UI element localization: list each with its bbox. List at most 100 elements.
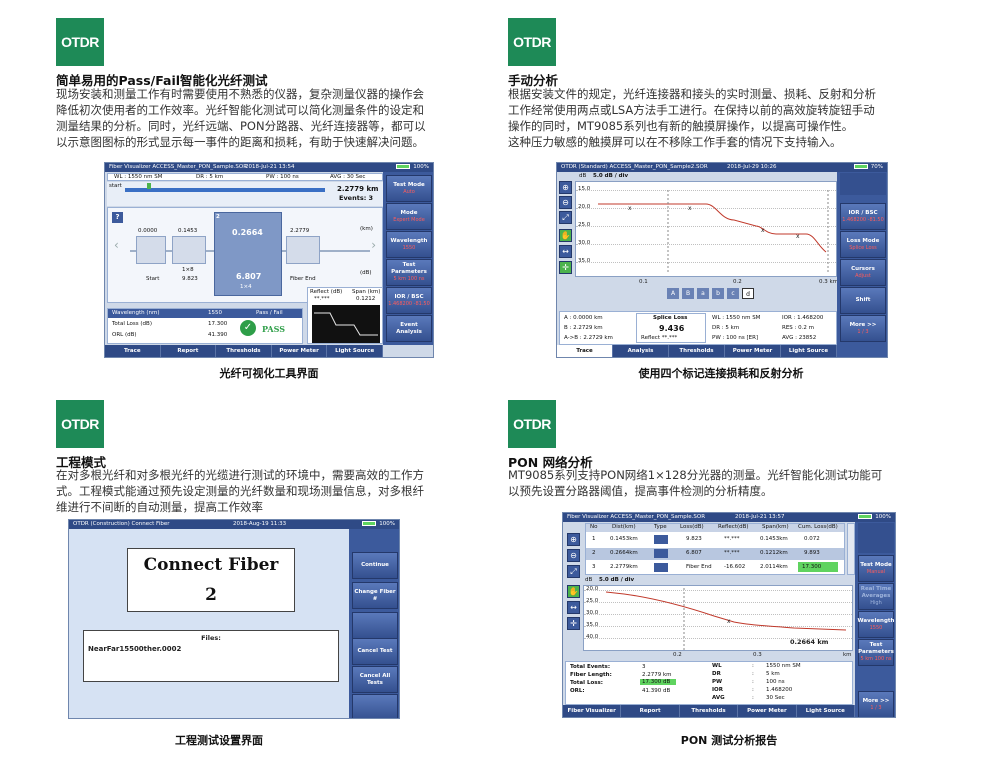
info-pw: PW : 100 ns [ER] — [712, 335, 759, 341]
help-button[interactable]: ? — [112, 212, 123, 223]
otdr-badge: OTDR — [508, 400, 556, 448]
cursor-distance: 0.2664 km — [790, 638, 829, 646]
table-row[interactable]: 2 0.2664km 6.807 **.*** 0.1212km 9.893 — [586, 548, 844, 560]
softkey-change-fiber[interactable]: Change Fiber # — [352, 582, 398, 609]
bottom-tabs: Fiber Visualizer Report Thresholds Power… — [563, 705, 856, 717]
hand-pan-icon[interactable]: ✋ — [567, 585, 580, 598]
param-value: 1550 nm SM — [766, 663, 801, 669]
fit-screen-icon[interactable]: ⤢ — [559, 211, 572, 224]
vertical-shift-icon[interactable]: ✛ — [559, 261, 572, 274]
info-wl: WL : 1550 nm SM — [712, 315, 761, 321]
tab-power-meter[interactable]: Power Meter — [725, 345, 781, 357]
y-tick: 15.0 — [578, 186, 591, 192]
param-colon: : — [752, 679, 754, 685]
zoom-in-icon[interactable]: ⊕ — [559, 181, 572, 194]
otdr-badge: OTDR — [56, 18, 104, 66]
section-title: 工程模式 — [56, 455, 107, 470]
screen-title: OTDR (Standard) ACCESS_Master_PON_Sample… — [561, 164, 708, 170]
results-header-cell: 1550 — [208, 310, 222, 316]
results-row-value: 41.390 — [208, 332, 228, 338]
table-row[interactable]: 1 0.1453km 9.823 **.*** 0.1453km 0.072 — [592, 535, 820, 544]
softkey-cancel-test[interactable]: Cancel Test — [352, 638, 398, 665]
summary-value: 3 — [642, 664, 646, 670]
screen-date: 2018-Jul-29 10:26 — [727, 164, 777, 170]
softkey-more[interactable]: More >>1 / 3 — [858, 691, 894, 717]
hand-pan-icon[interactable]: ✋ — [559, 229, 572, 242]
horizontal-shift-icon[interactable]: ↔ — [567, 601, 580, 614]
softkey-blank[interactable] — [352, 612, 398, 639]
body-line: 操作的同时，MT9085系列也有新的触摸屏操作，以提高可操作性。 — [508, 119, 854, 133]
tab-report[interactable]: Report — [621, 705, 680, 717]
chevron-left-icon[interactable]: ‹ — [114, 238, 119, 252]
zoom-in-icon[interactable]: ⊕ — [567, 533, 580, 546]
figure-caption: 使用四个标记连接损耗和反射分析 — [638, 367, 804, 380]
tab-thresholds[interactable]: Thresholds — [680, 705, 739, 717]
files-box: Files: NearFar15500ther.0002 — [83, 630, 339, 682]
tab-fiber-visualizer[interactable]: Fiber Visualizer — [563, 705, 622, 717]
marker-small-a-button[interactable]: a — [697, 288, 709, 299]
marker-a-button[interactable]: A — [667, 288, 679, 299]
table-scrollbar[interactable] — [847, 523, 855, 575]
trace-plot[interactable]: 20.0 25.0 30.0 35.0 40.0 x 0.2664 km — [583, 585, 853, 651]
tab-light-source[interactable]: Light Source — [327, 345, 383, 357]
softkey-event-analysis[interactable]: Event Analysis — [386, 315, 432, 342]
svg-text:x: x — [796, 233, 800, 240]
tab-power-meter[interactable]: Power Meter — [272, 345, 328, 357]
tab-trace[interactable]: Trace — [557, 345, 613, 357]
trace-plot[interactable]: 15.0 20.0 25.0 30.0 35.0 x x x x — [575, 181, 837, 277]
fiber-end-icon[interactable] — [286, 236, 320, 264]
tab-report[interactable]: Report — [161, 345, 217, 357]
section-body: 现场安装和测量工作有时需要使用不熟悉的仪器，复杂测量仪器的操作会 降低初次使用者… — [56, 86, 426, 150]
results-header-cell: Wavelength (nm) — [112, 310, 160, 316]
dist-val-center: 0.2664 — [232, 228, 263, 237]
gridline — [584, 602, 852, 603]
tab-light-source[interactable]: Light Source — [797, 705, 856, 717]
chevron-right-icon[interactable]: › — [371, 238, 376, 252]
mini-trace-panel: Reflect (dB) Span (km) **.*** 0.1212 — [307, 287, 383, 344]
horizontal-shift-icon[interactable]: ↔ — [559, 245, 572, 258]
splitter-icon[interactable] — [172, 236, 206, 264]
tab-power-meter[interactable]: Power Meter — [738, 705, 797, 717]
softkey-more[interactable]: More >>1 / 3 — [840, 315, 886, 342]
tab-thresholds[interactable]: Thresholds — [216, 345, 272, 357]
zoom-out-icon[interactable]: ⊖ — [567, 549, 580, 562]
results-table: Wavelength (nm) 1550 Pass / Fail Total L… — [107, 308, 303, 344]
fiber-bar — [125, 188, 325, 192]
tab-thresholds[interactable]: Thresholds — [669, 345, 725, 357]
softkey-continue[interactable]: Continue — [352, 552, 398, 579]
dist-val: 2.2779 — [290, 228, 310, 234]
event-label: Start — [146, 276, 160, 282]
fit-screen-icon[interactable]: ⤢ — [567, 565, 580, 578]
tab-light-source[interactable]: Light Source — [781, 345, 837, 357]
marker-small-c-button[interactable]: c — [727, 288, 739, 299]
event-start-icon[interactable] — [136, 236, 166, 264]
battery-status: 70% — [853, 163, 883, 172]
battery-icon — [858, 514, 873, 519]
zoom-out-icon[interactable]: ⊖ — [559, 196, 572, 209]
table-row[interactable]: 3 2.2779km Fiber End -16.602 2.0114km 17… — [586, 562, 844, 574]
connect-fiber-label: Connect Fiber — [143, 555, 279, 575]
tab-trace[interactable]: Trace — [105, 345, 161, 357]
marker-small-d-button[interactable]: d — [742, 288, 754, 299]
vertical-shift-icon[interactable]: ✛ — [567, 617, 580, 630]
selected-splitter-icon[interactable] — [214, 212, 282, 296]
softkey-blank[interactable] — [352, 694, 398, 718]
marker-small-b-button[interactable]: b — [712, 288, 724, 299]
softkey-shift[interactable]: Shift — [840, 287, 886, 314]
marker-b-button[interactable]: B — [682, 288, 694, 299]
tab-analysis[interactable]: Analysis — [613, 345, 669, 357]
battery-icon — [362, 521, 377, 526]
softkey-cancel-all-tests[interactable]: Cancel All Tests — [352, 666, 398, 693]
